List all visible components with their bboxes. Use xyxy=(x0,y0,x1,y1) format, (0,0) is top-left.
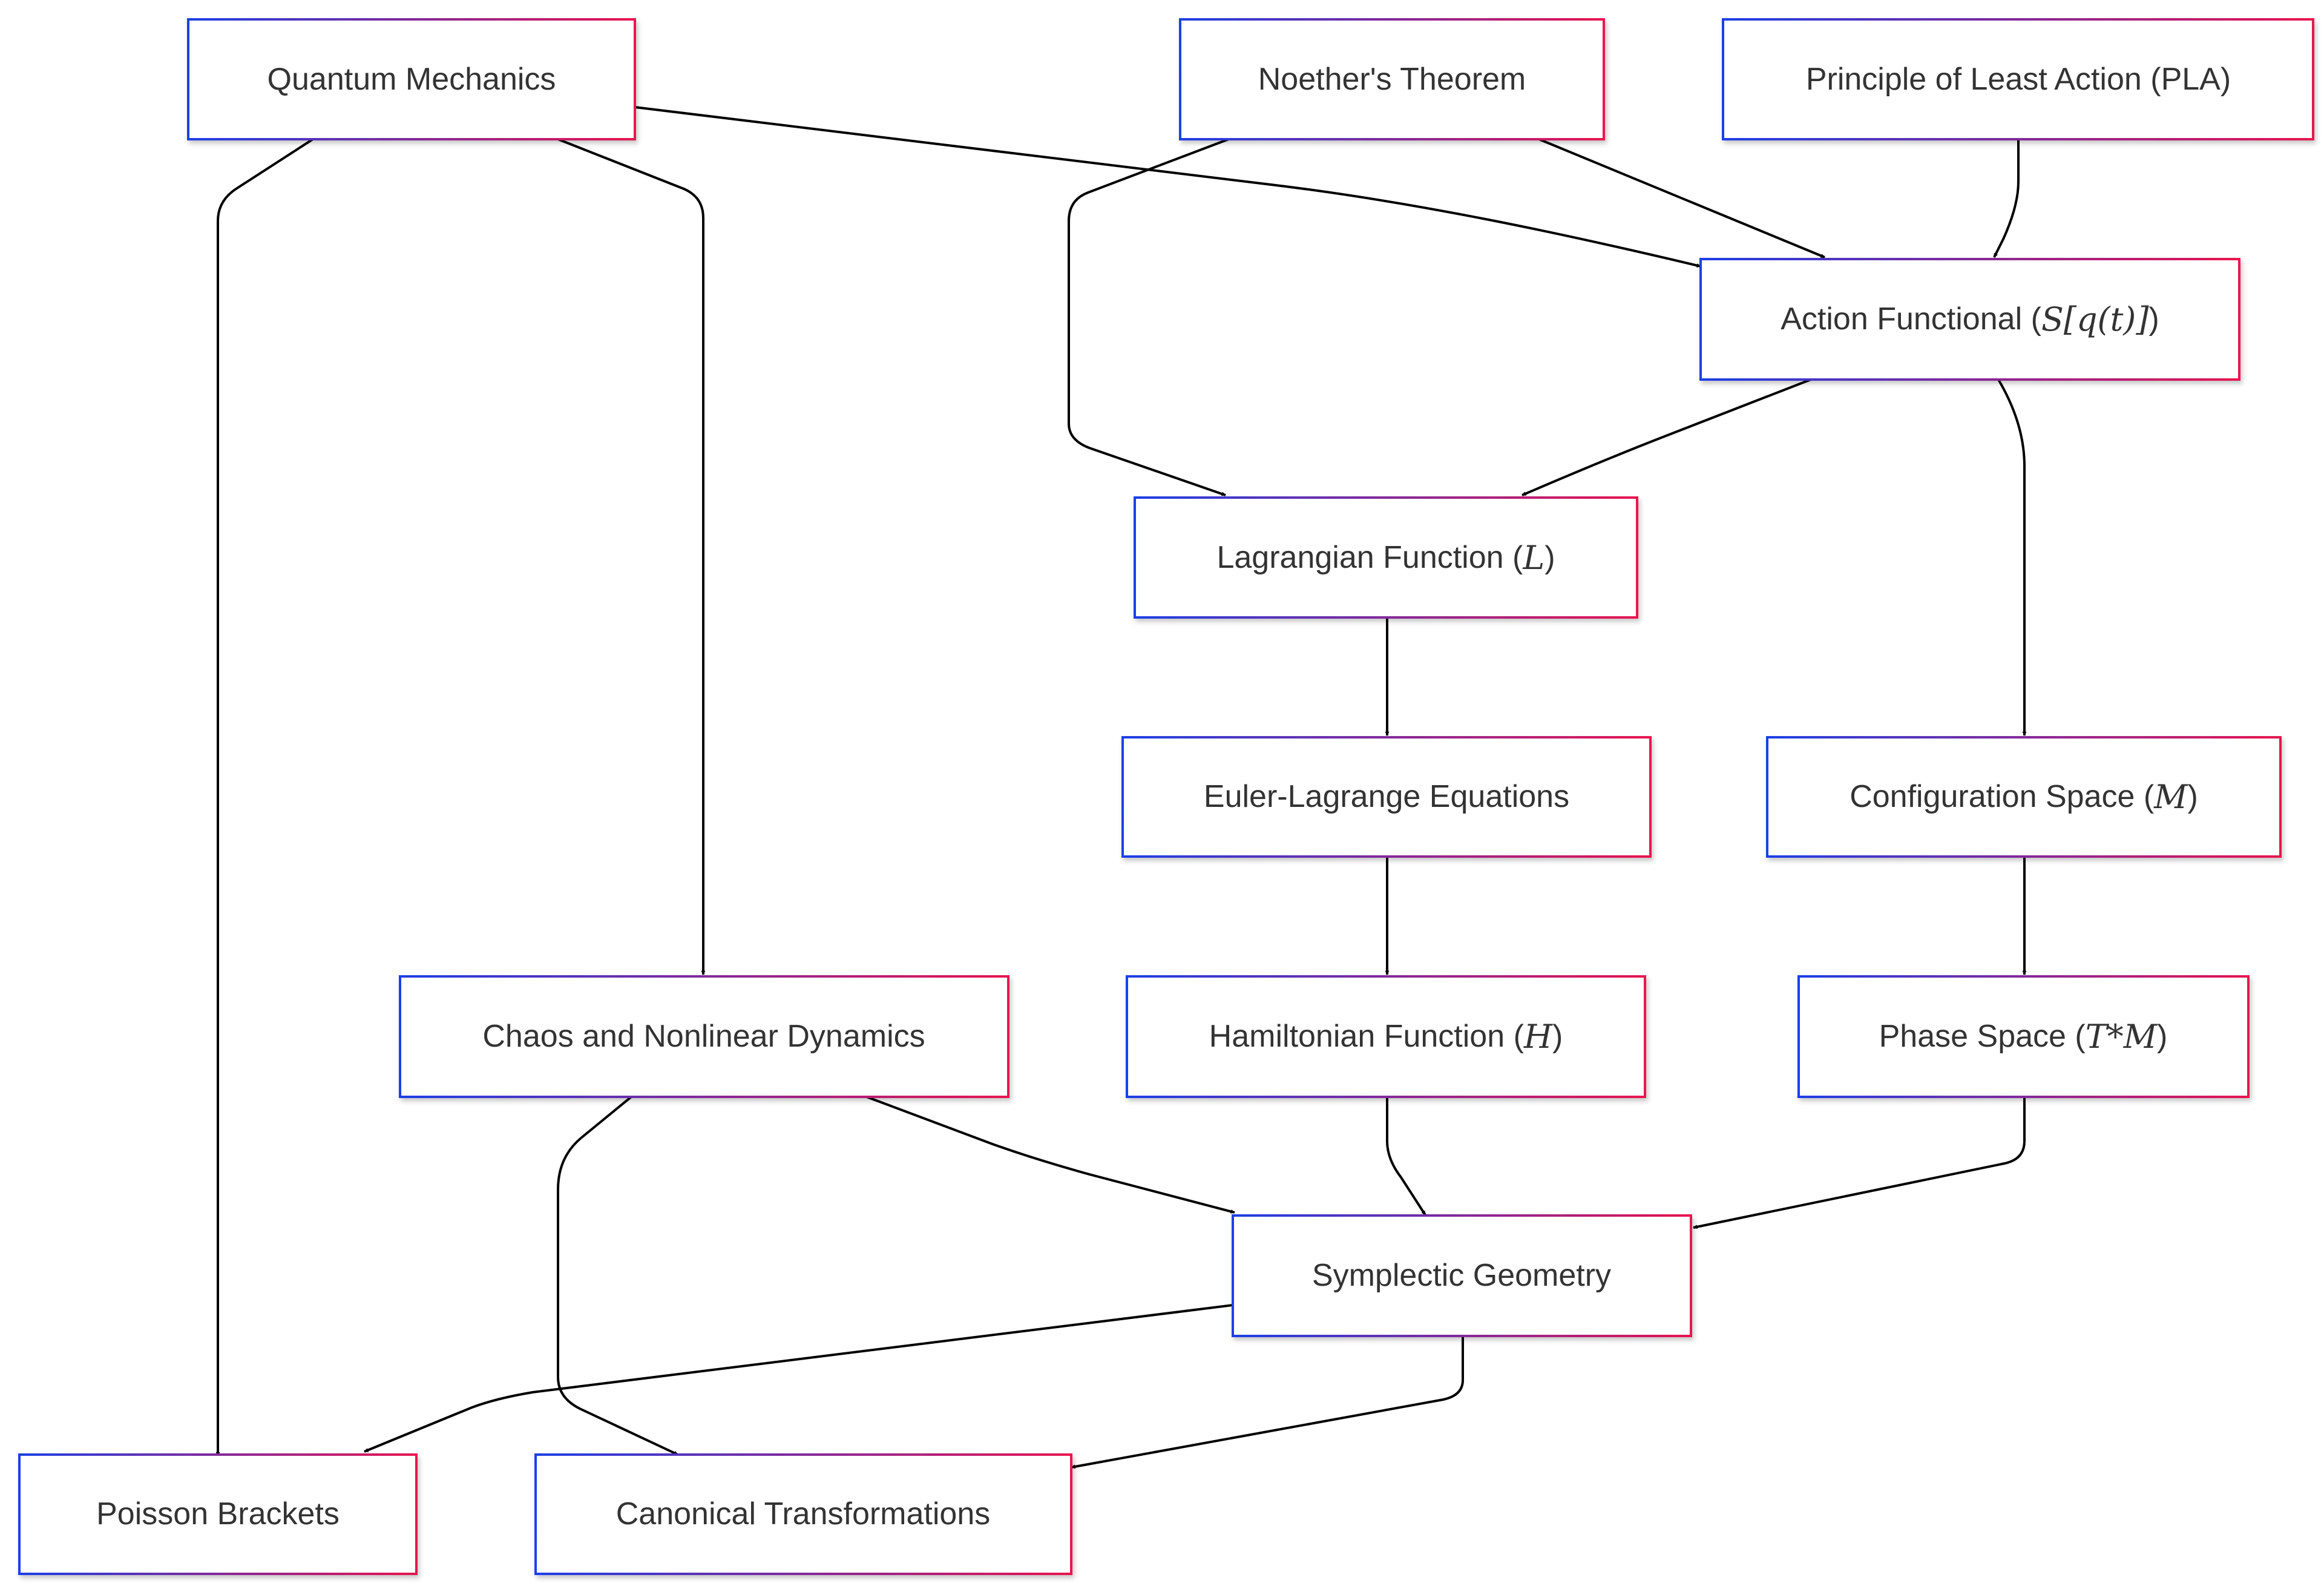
node-label-math: H xyxy=(1523,1018,1553,1056)
node-label: Symplectic Geometry xyxy=(1312,1258,1611,1293)
node-label: Noether's Theorem xyxy=(1258,62,1526,97)
edge-symplectic-to-canonical xyxy=(1071,1336,1464,1469)
edge-phase-to-symplectic xyxy=(1693,1097,2026,1229)
node-label: Euler-Lagrange Equations xyxy=(1204,779,1569,814)
node-canonical-transformations[interactable]: Canonical Transformations xyxy=(534,1453,1072,1575)
node-euler-lagrange-equations[interactable]: Euler-Lagrange Equations xyxy=(1121,736,1652,858)
edge-pla-to-action xyxy=(1993,139,2020,258)
node-label: Hamiltonian Function (H) xyxy=(1209,1018,1563,1056)
node-label-math: S[q(t)] xyxy=(2041,300,2149,338)
edge-hamiltonian-to-symplectic xyxy=(1386,1097,1426,1216)
node-lagrangian-function[interactable]: Lagrangian Function (L) xyxy=(1134,496,1638,619)
node-label: Quantum Mechanics xyxy=(268,62,556,97)
node-label-math: M xyxy=(2153,778,2188,816)
node-label: Phase Space (T*M) xyxy=(1879,1018,2168,1056)
node-hamiltonian-function[interactable]: Hamiltonian Function (H) xyxy=(1126,975,1646,1098)
node-principle-of-least-action[interactable]: Principle of Least Action (PLA) xyxy=(1722,18,2314,140)
edge-qm-to-poisson xyxy=(215,138,314,1456)
node-symplectic-geometry[interactable]: Symplectic Geometry xyxy=(1232,1214,1692,1337)
node-label-math: L xyxy=(1522,539,1544,577)
node-poisson-brackets[interactable]: Poisson Brackets xyxy=(18,1453,418,1575)
node-label-text: Lagrangian Function ( xyxy=(1216,540,1523,575)
edge-noether-to-lagrangian xyxy=(1068,138,1229,496)
edge-noether-to-action xyxy=(1538,138,1825,258)
node-noethers-theorem[interactable]: Noether's Theorem xyxy=(1179,18,1605,140)
node-label-text: Configuration Space ( xyxy=(1850,779,2155,814)
node-phase-space[interactable]: Phase Space (T*M) xyxy=(1797,975,2250,1098)
node-label-suffix: ) xyxy=(2187,779,2198,814)
node-label-text: Action Functional ( xyxy=(1781,301,2041,337)
node-label: Action Functional (S[q(t)]) xyxy=(1781,300,2159,338)
node-configuration-space[interactable]: Configuration Space (M) xyxy=(1766,736,2282,858)
node-label: Poisson Brackets xyxy=(96,1496,340,1531)
node-label-suffix: ) xyxy=(2157,1019,2167,1054)
node-action-functional[interactable]: Action Functional (S[q(t)]) xyxy=(1699,258,2240,381)
node-label-math: T*M xyxy=(2086,1018,2158,1056)
node-label-text: Hamiltonian Function ( xyxy=(1209,1019,1525,1054)
edge-qm-to-chaos xyxy=(557,138,706,975)
edge-action-to-config xyxy=(1997,378,2027,736)
edge-symplectic-to-poisson xyxy=(364,1304,1233,1453)
edge-chaos-to-symplectic xyxy=(866,1096,1235,1214)
edges-layer xyxy=(215,106,2027,1469)
node-label: Configuration Space (M) xyxy=(1850,778,2198,816)
node-label-suffix: ) xyxy=(2148,301,2159,337)
node-label-suffix: ) xyxy=(1544,540,1555,575)
node-label: Lagrangian Function (L) xyxy=(1216,539,1555,577)
edge-chaos-to-canonical xyxy=(557,1096,678,1456)
node-chaos-nonlinear-dynamics[interactable]: Chaos and Nonlinear Dynamics xyxy=(399,975,1009,1098)
edge-action-to-lagrangian xyxy=(1521,378,1811,496)
edge-qm-to-action xyxy=(634,106,1701,268)
node-quantum-mechanics[interactable]: Quantum Mechanics xyxy=(187,18,636,140)
node-label: Chaos and Nonlinear Dynamics xyxy=(482,1019,925,1054)
node-label: Principle of Least Action (PLA) xyxy=(1806,62,2231,97)
nodes-layer: Quantum Mechanics Noether's Theorem Prin… xyxy=(18,18,2314,1575)
node-label-text: Phase Space ( xyxy=(1879,1019,2086,1054)
node-label: Canonical Transformations xyxy=(616,1496,991,1531)
node-label-suffix: ) xyxy=(1552,1019,1563,1054)
